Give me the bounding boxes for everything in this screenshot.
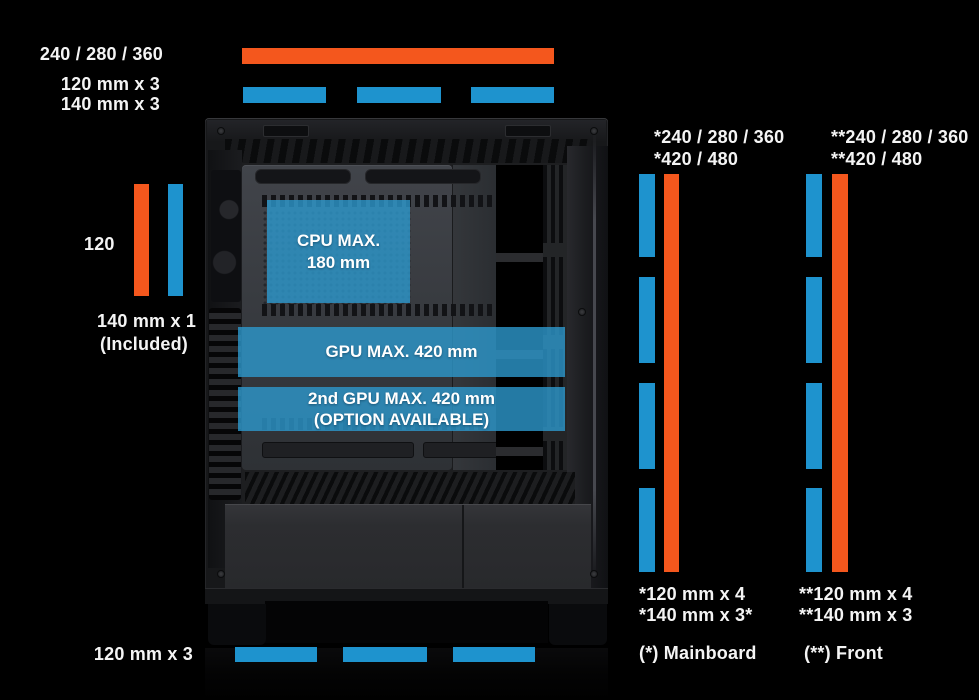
left-fan-bar — [168, 184, 183, 296]
mainboard-fan-option-1-label: *120 mm x 4 — [639, 584, 746, 604]
front-radiator-sizes-2-label: **420 / 480 — [831, 149, 923, 169]
psu-shroud — [225, 504, 591, 589]
front-fan-option-2-label: **140 mm x 3 — [799, 605, 913, 625]
top-fan-bar-1 — [243, 87, 326, 103]
screw — [590, 127, 598, 135]
left-radiator-bar — [134, 184, 149, 296]
front-fan-bar-segment-2 — [806, 277, 822, 363]
case-foot-left — [208, 604, 266, 645]
screw — [578, 308, 586, 316]
front-fan-bar-segment-3 — [806, 383, 822, 469]
second-gpu-clearance-line-2: (OPTION AVAILABLE) — [313, 410, 490, 429]
left-radiator-size-label: 120 — [84, 234, 115, 254]
second-gpu-clearance-line-1: 2nd GPU MAX. 420 mm — [307, 389, 496, 408]
cpu-clearance-line-2: 180 mm — [306, 252, 371, 272]
pci-slot-covers — [209, 308, 241, 500]
bottom-fan-bar-1 — [235, 647, 317, 662]
second-gpu-clearance-overlay: 2nd GPU MAX. 420 mm (OPTION AVAILABLE) — [238, 387, 565, 431]
mainboard-radiator-sizes-2-label: *420 / 480 — [654, 149, 739, 169]
bottom-fan-bar-2 — [343, 647, 427, 662]
top-fan-option-2-label: 140 mm x 3 — [60, 94, 160, 114]
psu-shroud-seam — [462, 505, 464, 588]
rear-fan — [211, 170, 241, 302]
cpu-clearance-overlay: CPU MAX. 180 mm — [267, 200, 410, 303]
front-legend-label: (**) Front — [804, 643, 883, 663]
mainboard-fan-bar-segment-2 — [639, 277, 655, 363]
front-fan-bar-segment-1 — [806, 174, 822, 257]
cable-grommet-2 — [365, 169, 481, 184]
top-fan-option-1-label: 120 mm x 3 — [60, 74, 160, 94]
cpu-clearance-line-1: CPU MAX. — [296, 230, 381, 250]
front-fan-bar-segment-4 — [806, 488, 822, 572]
psu-shroud-vent — [245, 472, 575, 504]
mainboard-radiator-sizes-1-label: *240 / 280 / 360 — [654, 127, 785, 147]
front-fan-option-1-label: **120 mm x 4 — [799, 584, 913, 604]
case-top-vent — [225, 139, 591, 165]
mainboard-radiator-bar — [664, 174, 679, 572]
case-top-latch-left — [263, 125, 309, 137]
left-fan-note-label: (Included) — [100, 334, 188, 354]
left-fan-option-label: 140 mm x 1 — [97, 311, 197, 331]
bottom-fan-bar-3 — [453, 647, 535, 662]
bottom-fan-option-label: 120 mm x 3 — [93, 644, 193, 664]
mainboard-fan-bar-segment-1 — [639, 174, 655, 257]
expansion-slot-covers — [262, 442, 414, 458]
front-radiator-sizes-1-label: **240 / 280 / 360 — [831, 127, 969, 147]
gpu-clearance-label: GPU MAX. 420 mm — [325, 342, 478, 361]
front-radiator-bar — [832, 174, 848, 572]
gpu-clearance-overlay: GPU MAX. 420 mm — [238, 327, 565, 377]
mainboard-fan-bar-segment-3 — [639, 383, 655, 469]
cable-grommet-1 — [255, 169, 351, 184]
screw — [217, 127, 225, 135]
mainboard-legend-label: (*) Mainboard — [639, 643, 757, 663]
top-fan-bar-3 — [471, 87, 554, 103]
tray-vent-row-mid — [262, 304, 530, 316]
mainboard-fan-bar-segment-4 — [639, 488, 655, 572]
case-top-latch-right — [505, 125, 551, 137]
case-underside — [265, 601, 548, 643]
screw — [217, 570, 225, 578]
top-radiator-bar — [242, 48, 554, 64]
top-radiator-sizes-label: 240 / 280 / 360 — [39, 44, 163, 64]
case-foot-right — [549, 604, 607, 645]
glass-edge-highlight — [593, 130, 596, 580]
pc-case-illustration — [205, 118, 608, 645]
top-fan-bar-2 — [357, 87, 441, 103]
mainboard-fan-option-2-label: *140 mm x 3* — [639, 605, 753, 625]
case-bottom-frame — [205, 588, 608, 604]
screw — [590, 570, 598, 578]
